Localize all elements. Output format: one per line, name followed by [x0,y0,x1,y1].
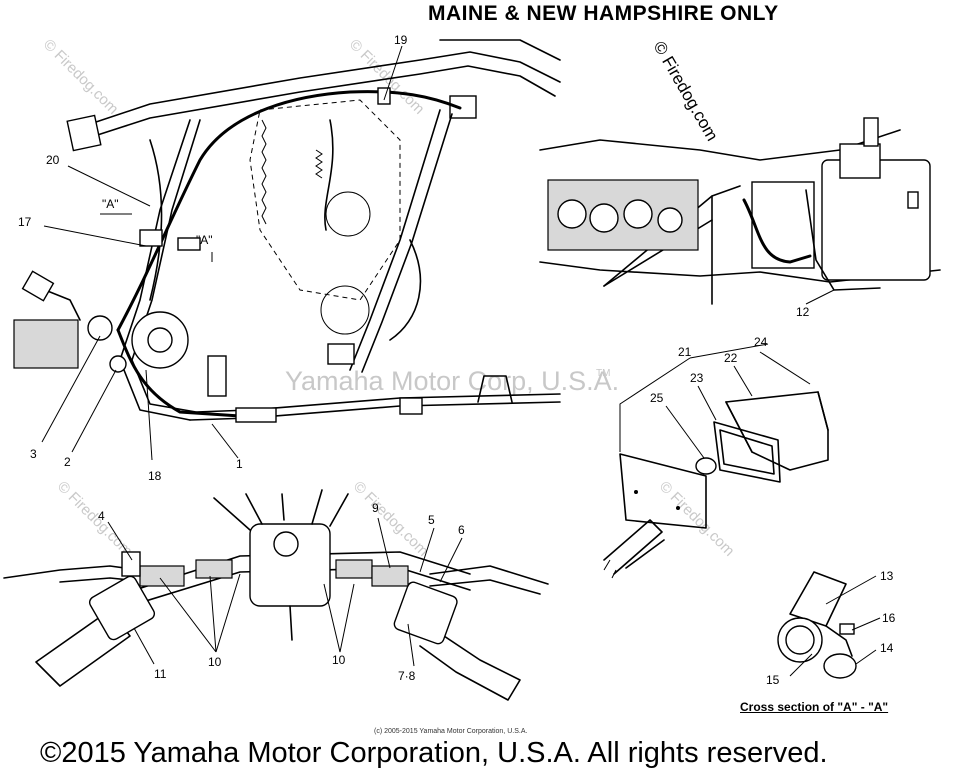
callout-16: 16 [882,611,896,625]
callout-25: 25 [650,391,664,405]
callout-17: 17 [18,215,32,229]
section-marker: "A" [196,233,213,247]
small-copyright: (c) 2005-2015 Yamaha Motor Corporation, … [374,728,528,735]
section-marker: "A" [102,197,119,211]
callout-24: 24 [754,335,768,349]
callout-15: 15 [766,673,780,687]
callout-5: 5 [428,513,435,527]
callout-2: 2 [64,455,71,469]
callout-7-8: 7·8 [398,669,416,683]
callout-13: 13 [880,569,894,583]
callout-23: 23 [690,371,704,385]
callout-labels: 1 2 3 4 5 6 7·8 9 10 10 11 12 13 14 15 1… [18,33,896,687]
callout-20: 20 [46,153,60,167]
watermark-tm: TM [596,368,611,379]
callout-10-right: 10 [332,653,346,667]
callout-22: 22 [724,351,738,365]
copyright-footer: ©2015 Yamaha Motor Corporation, U.S.A. A… [40,737,828,769]
rear-box-assembly [539,117,941,305]
callout-10-left: 10 [208,655,222,669]
callout-18: 18 [148,469,162,483]
callout-9: 9 [372,501,379,515]
callout-12: 12 [796,305,810,319]
frame-assembly [13,39,561,423]
callout-1: 1 [236,457,243,471]
page-heading: MAINE & NEW HAMPSHIRE ONLY [428,2,779,25]
callout-14: 14 [880,641,894,655]
callout-4: 4 [98,509,105,523]
tail-light-assembly [603,391,829,579]
callout-11: 11 [154,667,167,681]
callout-19: 19 [394,33,408,47]
callout-3: 3 [30,447,37,461]
watermark-yamaha: Yamaha Motor Corp, U.S.A. [285,366,620,396]
cross-section-label: Cross section of "A" - "A" [740,700,889,714]
callout-21: 21 [678,345,692,359]
cross-section-detail [777,571,857,679]
handlebar-assembly [3,489,549,701]
callout-6: 6 [458,523,465,537]
